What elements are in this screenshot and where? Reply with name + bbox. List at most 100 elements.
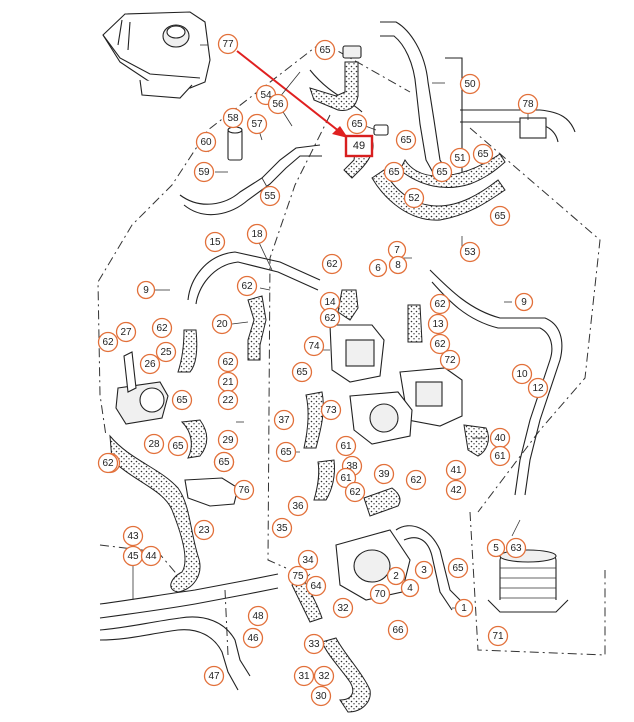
part-callout-63[interactable]: 63 (505, 537, 527, 559)
part-callout-18[interactable]: 18 (246, 223, 268, 245)
part-callout-65[interactable]: 65 (171, 389, 193, 411)
part-callout-10[interactable]: 10 (511, 363, 533, 385)
part-callout-42[interactable]: 42 (445, 479, 467, 501)
part-callout-5[interactable]: 5 (486, 538, 506, 558)
part-callout-48[interactable]: 48 (247, 605, 269, 627)
part-callout-66[interactable]: 66 (387, 619, 409, 641)
callout-number: 65 (494, 211, 506, 222)
part-callout-65[interactable]: 65 (275, 441, 297, 463)
part-callout-64[interactable]: 64 (305, 575, 327, 597)
callout-number: 12 (532, 383, 544, 394)
part-callout-3[interactable]: 3 (414, 560, 434, 580)
part-callout-45[interactable]: 45 (122, 545, 144, 567)
part-callout-43[interactable]: 43 (122, 525, 144, 547)
part-callout-65[interactable]: 65 (291, 361, 313, 383)
part-callout-59[interactable]: 59 (193, 161, 215, 183)
part-callout-50[interactable]: 50 (459, 73, 481, 95)
part-callout-12[interactable]: 12 (527, 377, 549, 399)
part-callout-46[interactable]: 46 (242, 627, 264, 649)
part-callout-65[interactable]: 65 (383, 161, 405, 183)
highlighted-part-callout[interactable]: 49 (344, 134, 374, 158)
part-callout-37[interactable]: 37 (273, 409, 295, 431)
part-callout-60[interactable]: 60 (195, 131, 217, 153)
part-callout-62[interactable]: 62 (321, 253, 343, 275)
part-callout-20[interactable]: 20 (211, 313, 233, 335)
part-callout-57[interactable]: 57 (246, 113, 268, 135)
part-callout-65[interactable]: 65 (489, 205, 511, 227)
part-callout-47[interactable]: 47 (203, 665, 225, 687)
callout-circle (97, 452, 119, 474)
part-callout-30[interactable]: 30 (310, 685, 332, 707)
part-callout-13[interactable]: 13 (427, 313, 449, 335)
part-callout-34[interactable]: 34 (297, 549, 319, 571)
part-callout-29[interactable]: 29 (217, 429, 239, 451)
part-callout-62[interactable]: 62 (429, 293, 451, 315)
part-callout-65[interactable]: 65 (314, 39, 336, 61)
part-callout-55[interactable]: 55 (259, 185, 281, 207)
part-callout-28[interactable]: 28 (143, 433, 165, 455)
part-callout-33[interactable]: 33 (303, 633, 325, 655)
part-callout-71[interactable]: 71 (487, 625, 509, 647)
part-callout-27[interactable]: 27 (115, 321, 137, 343)
part-callout-2[interactable]: 2 (386, 566, 406, 586)
callout-number: 42 (450, 485, 462, 496)
part-callout-32[interactable]: 32 (313, 665, 335, 687)
callout-circle (431, 161, 453, 183)
part-callout-62[interactable]: 62 (344, 481, 366, 503)
part-callout-77[interactable]: 77 (217, 33, 239, 55)
part-callout-61[interactable]: 61 (335, 435, 357, 457)
callout-circle (275, 441, 297, 463)
part-callout-62[interactable]: 62 (217, 351, 239, 373)
callout-number: 54 (260, 90, 272, 101)
part-callout-65[interactable]: 65 (346, 113, 368, 135)
callout-circle (242, 627, 264, 649)
part-callout-62[interactable]: 62 (319, 307, 341, 329)
part-callout-35[interactable]: 35 (271, 517, 293, 539)
part-callout-31[interactable]: 31 (293, 665, 315, 687)
part-callout-65[interactable]: 65 (431, 161, 453, 183)
part-callout-40[interactable]: 40 (489, 427, 511, 449)
part-callout-52[interactable]: 52 (403, 187, 425, 209)
part-callout-62[interactable]: 62 (405, 469, 427, 491)
callout-number: 62 (102, 458, 114, 469)
part-callout-72[interactable]: 72 (439, 349, 461, 371)
part-callout-62[interactable]: 62 (429, 333, 451, 355)
part-callout-62[interactable]: 62 (97, 452, 119, 474)
part-callout-78[interactable]: 78 (517, 93, 539, 115)
part-callout-15[interactable]: 15 (204, 231, 226, 253)
part-callout-6[interactable]: 6 (368, 258, 388, 278)
part-callout-23[interactable]: 23 (193, 519, 215, 541)
part-callout-51[interactable]: 51 (449, 147, 471, 169)
part-callout-36[interactable]: 36 (287, 495, 309, 517)
part-callout-62[interactable]: 62 (236, 275, 258, 297)
part-callout-39[interactable]: 39 (373, 463, 395, 485)
part-callout-53[interactable]: 53 (459, 241, 481, 263)
part-callout-65[interactable]: 65 (472, 143, 494, 165)
part-callout-62[interactable]: 62 (97, 331, 119, 353)
part-callout-9[interactable]: 9 (136, 280, 156, 300)
part-callout-8[interactable]: 8 (388, 255, 408, 275)
part-callout-65[interactable]: 65 (395, 129, 417, 151)
part-callout-56[interactable]: 56 (267, 93, 289, 115)
part-callout-21[interactable]: 21 (217, 371, 239, 393)
part-callout-25[interactable]: 25 (155, 341, 177, 363)
part-callout-76[interactable]: 76 (233, 479, 255, 501)
part-callout-9[interactable]: 9 (514, 292, 534, 312)
part-callout-1[interactable]: 1 (454, 598, 474, 618)
part-callout-70[interactable]: 70 (369, 583, 391, 605)
part-callout-75[interactable]: 75 (287, 565, 309, 587)
part-callout-61[interactable]: 61 (489, 445, 511, 467)
part-callout-62[interactable]: 62 (151, 317, 173, 339)
part-callout-58[interactable]: 58 (222, 107, 244, 129)
part-callout-41[interactable]: 41 (445, 459, 467, 481)
part-callout-26[interactable]: 26 (139, 353, 161, 375)
part-callout-4[interactable]: 4 (400, 578, 420, 598)
part-callout-65[interactable]: 65 (167, 435, 189, 457)
part-callout-32[interactable]: 32 (332, 597, 354, 619)
part-callout-22[interactable]: 22 (217, 389, 239, 411)
part-callout-65[interactable]: 65 (213, 451, 235, 473)
part-callout-44[interactable]: 44 (140, 545, 162, 567)
part-callout-65[interactable]: 65 (447, 557, 469, 579)
part-callout-73[interactable]: 73 (320, 399, 342, 421)
part-callout-74[interactable]: 74 (303, 335, 325, 357)
